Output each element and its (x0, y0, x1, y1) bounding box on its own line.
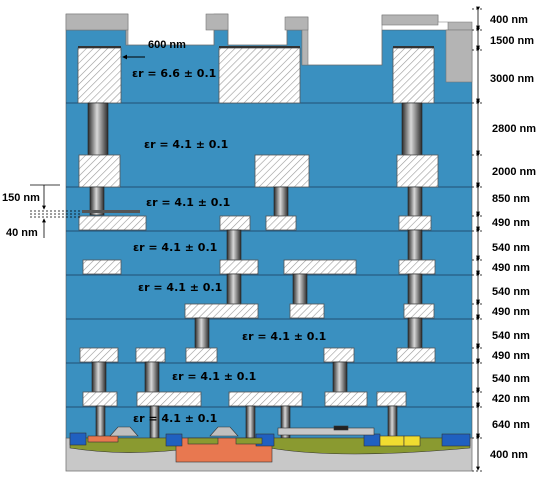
dimension-markers (472, 6, 484, 472)
metal-layer-3 (184, 303, 435, 319)
dim-d5: 540 nm (492, 373, 530, 385)
dim-passivation: 400 nm (490, 14, 528, 26)
device-layer (69, 425, 471, 463)
vias-level-1 (89, 186, 423, 217)
dim-m1: 490 nm (492, 217, 530, 229)
eps-l6: εr = 4.1 ± 0.1 (172, 370, 256, 383)
metal-layer-2 (82, 259, 436, 275)
dim-d6: 640 nm (492, 419, 530, 431)
eps-l5: εr = 4.1 ± 0.1 (242, 330, 326, 343)
metal-caps (78, 46, 434, 48)
dim-m2: 490 nm (492, 262, 530, 274)
metal-layer-5 (82, 391, 407, 407)
vias-top (87, 102, 423, 156)
dim-mim-bottom: 40 nm (6, 227, 38, 239)
eps-l7: εr = 4.1 ± 0.1 (133, 412, 217, 425)
dim-d2: 540 nm (492, 242, 530, 254)
vias-level-3 (226, 273, 423, 305)
dim-via-top: 2800 nm (492, 123, 536, 135)
dim-d3: 540 nm (492, 286, 530, 298)
dim-m5: 420 nm (492, 393, 530, 405)
dim-width: 600 nm (148, 39, 186, 51)
passivation-layer-group (65, 13, 473, 66)
eps-top: εr = 6.6 ± 0.1 (132, 67, 216, 80)
dim-mim-top: 150 nm (2, 192, 40, 204)
top-dielectric-rim (445, 29, 473, 83)
permittivity-labels: εr = 6.6 ± 0.1 εr = 4.1 ± 0.1 εr = 4.1 ±… (132, 67, 326, 425)
dimension-labels: 400 nm 1500 nm 3000 nm 2800 nm 2000 nm 8… (2, 14, 536, 461)
dim-m4: 490 nm (492, 350, 530, 362)
dim-metal-thick: 2000 nm (492, 166, 536, 178)
metal-layer-4 (79, 347, 436, 363)
eps-l3: εr = 4.1 ± 0.1 (133, 241, 217, 254)
dim-d4: 540 nm (492, 330, 530, 342)
eps-l1: εr = 4.1 ± 0.1 (144, 138, 228, 151)
dim-d1: 850 nm (492, 193, 530, 205)
mim-top-plate (82, 210, 140, 213)
eps-l2: εr = 4.1 ± 0.1 (146, 196, 230, 209)
dim-top-metal: 1500 nm (490, 35, 534, 47)
dim-substrate: 400 nm (490, 449, 528, 461)
dim-m3: 490 nm (492, 306, 530, 318)
eps-l4: εr = 4.1 ± 0.1 (138, 281, 222, 294)
mim-dimension-markers (30, 184, 82, 238)
dim-top-dielectric: 3000 nm (490, 73, 534, 85)
